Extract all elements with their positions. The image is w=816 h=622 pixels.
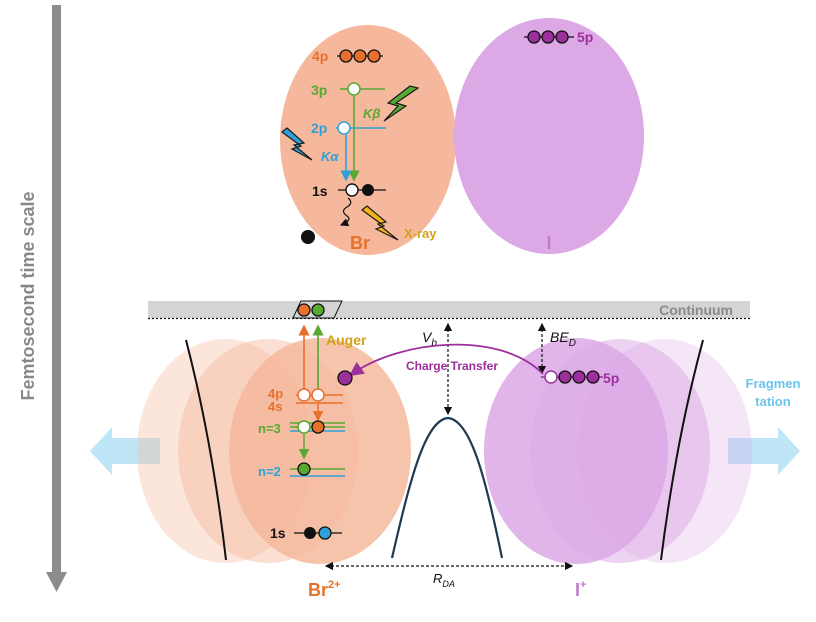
fragmentation-label-2: tation bbox=[755, 394, 790, 409]
charge-transfer-arrow bbox=[349, 343, 544, 377]
kbeta-lightning-icon bbox=[383, 85, 420, 122]
fragmentation-left-arrow bbox=[90, 427, 160, 475]
electron bbox=[558, 370, 572, 384]
br-ion-label: Br2+ bbox=[308, 579, 341, 600]
electron bbox=[555, 30, 569, 44]
electron bbox=[353, 49, 367, 63]
i-ion-ellipse bbox=[484, 338, 668, 564]
br-level-3p: 3p bbox=[311, 82, 327, 98]
top-panel: 4p 3p 2p Kβ Kα 1s X-ray Br bbox=[280, 18, 644, 255]
time-axis-label: Femtosecond time scale bbox=[18, 191, 38, 400]
vb-label: Vb bbox=[422, 329, 437, 349]
br-ion-level-1s: 1s bbox=[270, 525, 286, 541]
br-ion-level-n3: n=3 bbox=[258, 421, 281, 436]
electron bbox=[311, 420, 325, 434]
br-atom-ellipse bbox=[280, 25, 456, 255]
charge-transfer-label: Charge Transfer bbox=[406, 359, 498, 373]
electron bbox=[527, 30, 541, 44]
br-ion-level-n2: n=2 bbox=[258, 464, 281, 479]
i-ion-label: I+ bbox=[575, 579, 586, 600]
electron bbox=[304, 527, 316, 539]
auger-label: Auger bbox=[326, 332, 367, 348]
br-level-1s: 1s bbox=[312, 183, 328, 199]
br-ion-level-4p: 4p bbox=[268, 386, 283, 401]
electron bbox=[297, 462, 311, 476]
electron bbox=[541, 30, 555, 44]
xray-label: X-ray bbox=[404, 226, 437, 241]
i-atom-label: I bbox=[546, 233, 551, 253]
time-axis-arrowhead bbox=[46, 572, 67, 592]
auger-electron bbox=[297, 303, 311, 317]
potential-wall-right bbox=[660, 339, 704, 561]
br-level-4p: 4p bbox=[312, 48, 328, 64]
xray-lightning-icon bbox=[361, 205, 399, 241]
hole bbox=[297, 388, 311, 402]
electron bbox=[586, 370, 600, 384]
photoelectron-path bbox=[339, 197, 352, 227]
time-axis: Femtosecond time scale bbox=[18, 5, 67, 592]
electron bbox=[367, 49, 381, 63]
electron bbox=[572, 370, 586, 384]
hole bbox=[345, 183, 359, 197]
br-level-2p: 2p bbox=[311, 120, 327, 136]
hole bbox=[297, 420, 311, 434]
kbeta-label: Kβ bbox=[363, 106, 380, 121]
rda-label: RDA bbox=[433, 571, 455, 589]
potential-wall-left bbox=[185, 339, 227, 561]
photoelectron bbox=[301, 230, 315, 244]
electron bbox=[362, 184, 374, 196]
bed-label: BED bbox=[550, 329, 576, 349]
potential-barrier bbox=[390, 416, 504, 559]
i-level-5p: 5p bbox=[577, 29, 593, 45]
i-ion-level-5p: 5p bbox=[603, 370, 619, 386]
hole bbox=[544, 370, 558, 384]
hole bbox=[347, 82, 361, 96]
transferred-electron bbox=[337, 370, 353, 386]
fragmentation-right-arrow bbox=[728, 427, 800, 475]
br-ion-ellipse bbox=[229, 338, 411, 564]
br-ion-level-4s: 4s bbox=[268, 399, 282, 414]
fragmentation-label-1: Fragmen bbox=[746, 376, 801, 391]
electron bbox=[339, 49, 353, 63]
kalpha-lightning-icon bbox=[281, 127, 313, 161]
hole bbox=[337, 121, 351, 135]
br-atom-label: Br bbox=[350, 233, 370, 253]
kalpha-label: Kα bbox=[321, 149, 339, 164]
continuum-label: Continuum bbox=[659, 302, 733, 318]
auger-electron bbox=[311, 303, 325, 317]
i-atom-ellipse bbox=[454, 18, 644, 254]
hole bbox=[311, 388, 325, 402]
bottom-panel: Continuum Fragmen tation Vb BED 5p bbox=[90, 300, 801, 600]
electron bbox=[318, 526, 332, 540]
